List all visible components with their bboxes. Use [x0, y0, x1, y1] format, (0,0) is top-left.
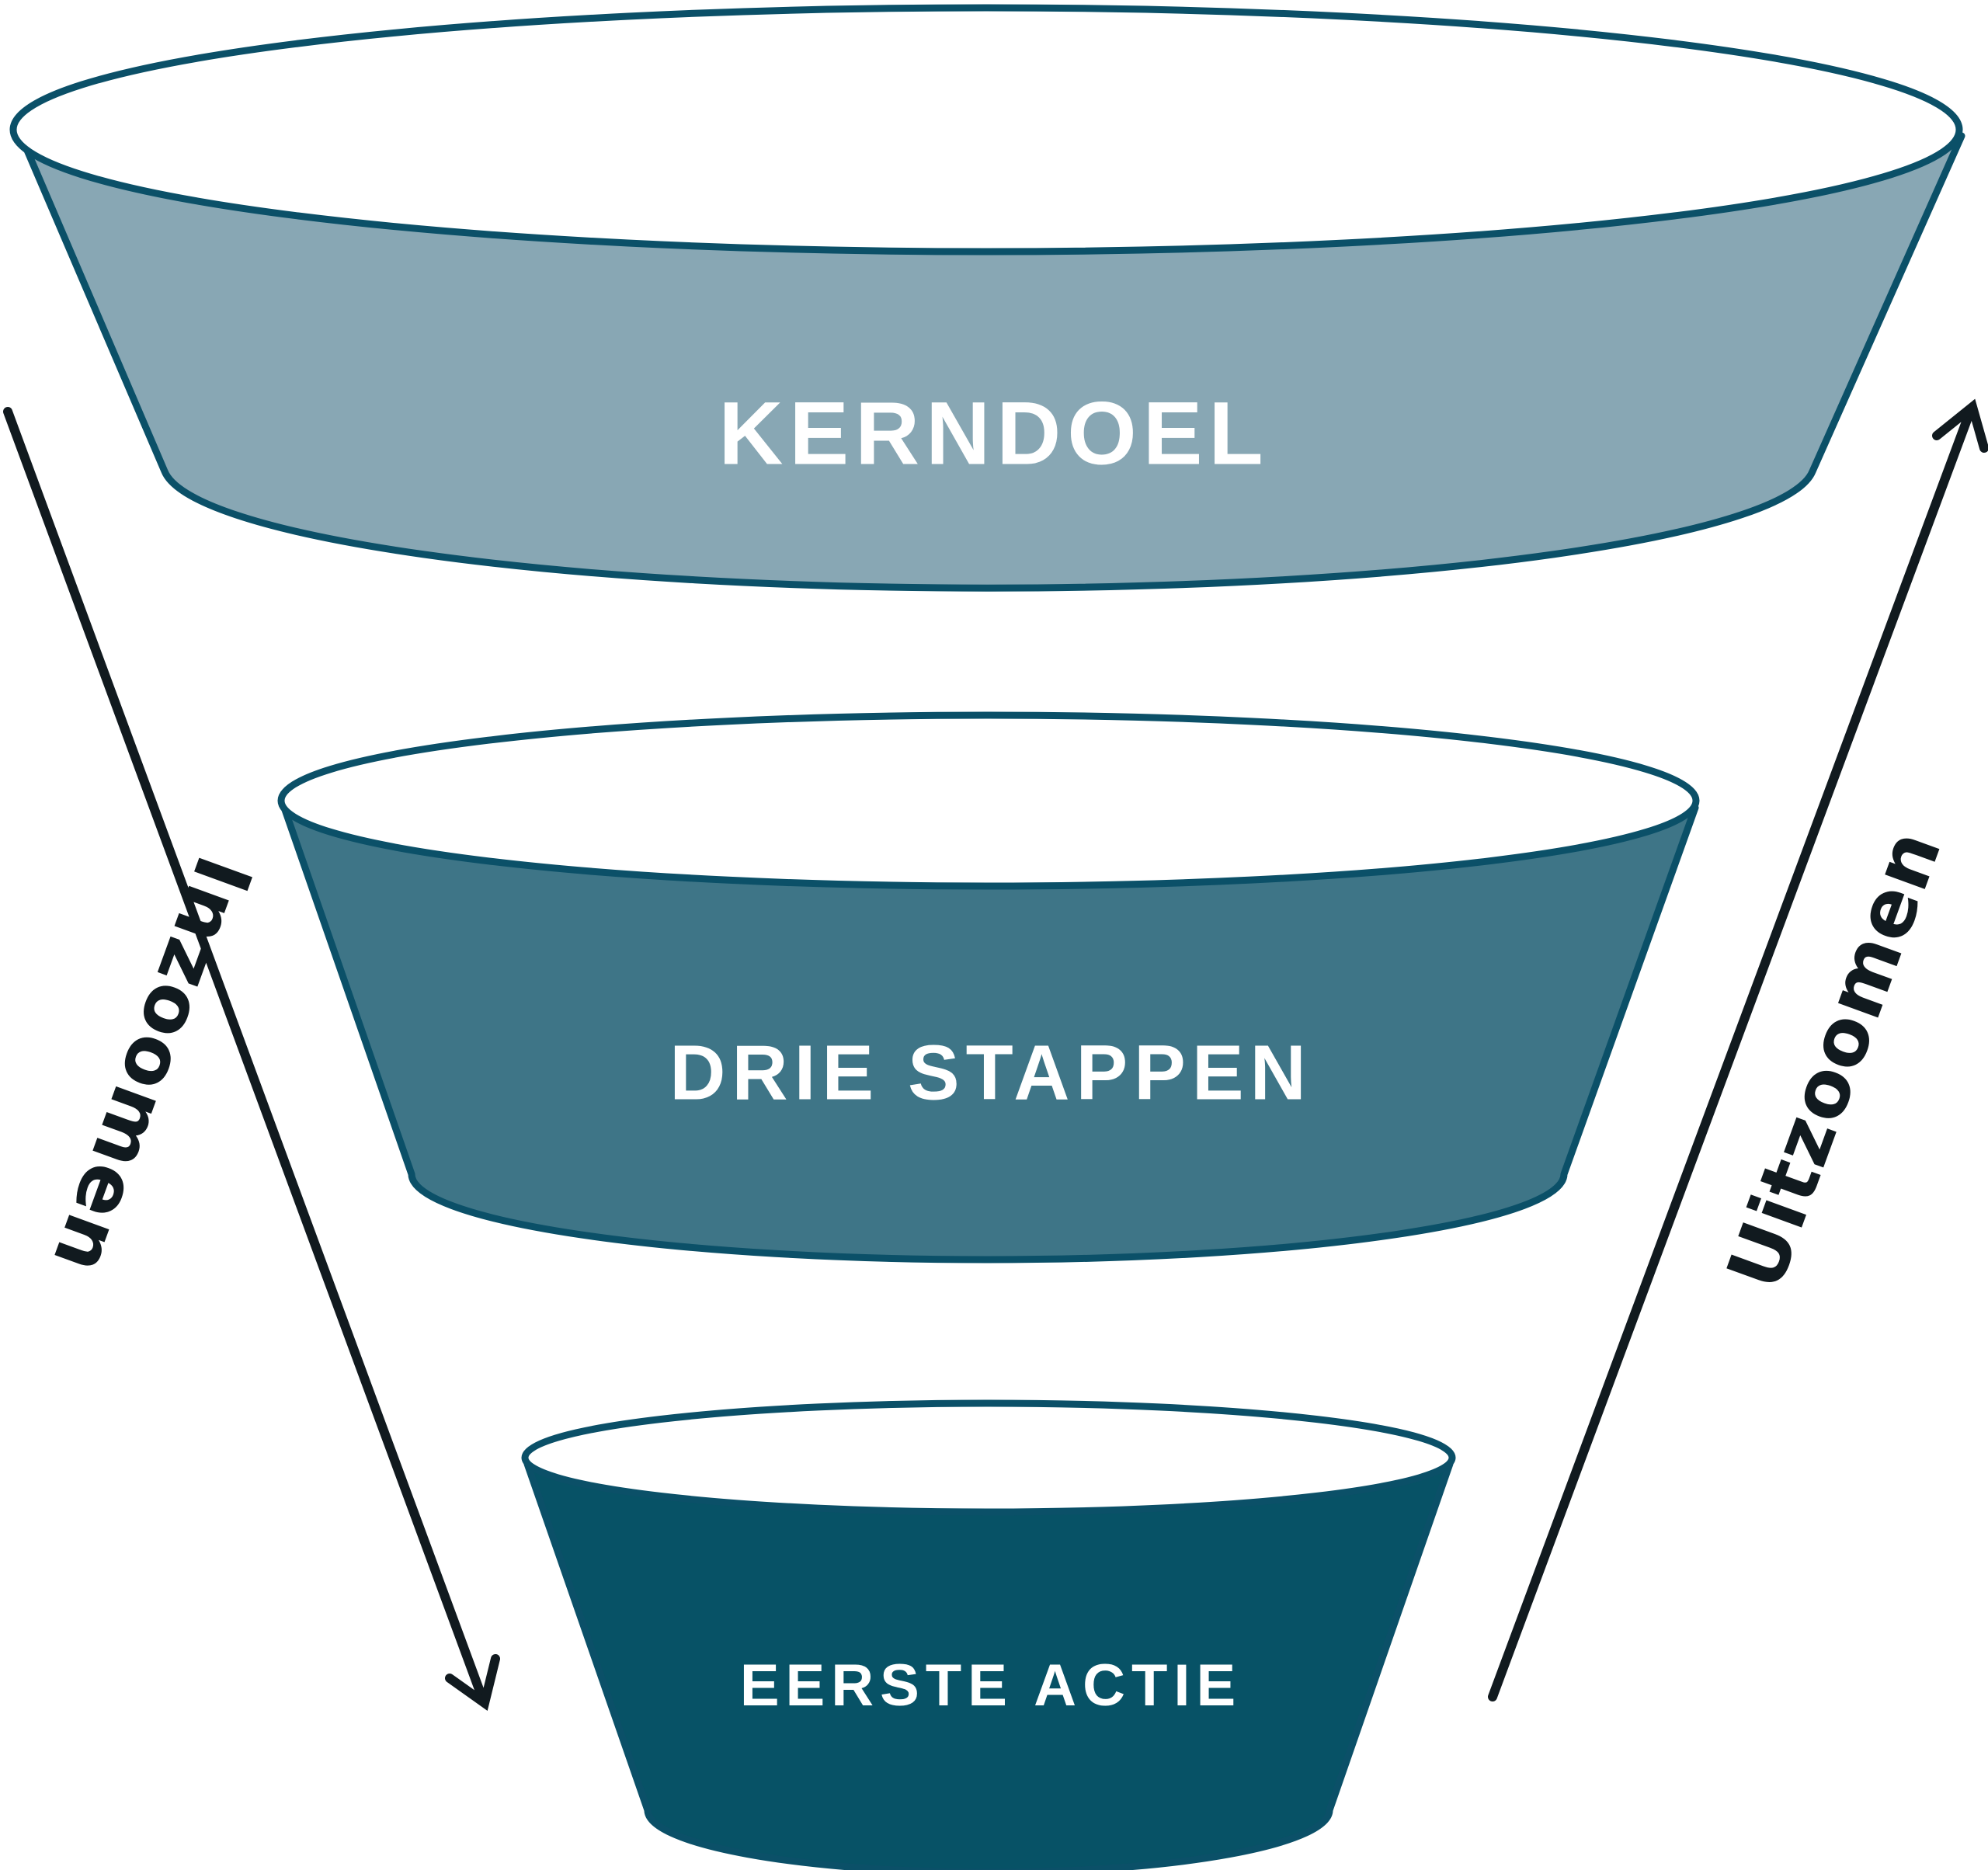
- funnel-tier-middle: DRIE STAPPEN: [277, 711, 1700, 1263]
- zoom-in-label: Inzoomen: [34, 845, 269, 1287]
- tier-bottom-body: [523, 1460, 1454, 1870]
- funnel-tier-top: KERNDOEL: [9, 4, 1965, 592]
- tier-middle-rim: [277, 711, 1700, 890]
- tier-top-label: KERNDOEL: [718, 384, 1269, 483]
- funnel-tier-bottom: EERSTE ACTIE: [521, 1399, 1456, 1870]
- arrow-down-right-head: [445, 1654, 500, 1712]
- arrow-up-right-icon: [1488, 405, 1976, 1701]
- arrow-up-right-head: [1932, 398, 1988, 453]
- tier-middle-body: [280, 804, 1699, 1263]
- tier-middle-label: DRIE STAPPEN: [669, 1029, 1312, 1116]
- tier-top-rim: [9, 4, 1963, 255]
- arrow-down-right-icon: [3, 407, 488, 1705]
- tier-bottom-label: EERSTE ACTIE: [740, 1653, 1242, 1719]
- tier-top-body: [17, 132, 1965, 592]
- zoom-out-label: Uitzoomen: [1709, 817, 1959, 1301]
- tier-bottom-rim: [521, 1399, 1456, 1516]
